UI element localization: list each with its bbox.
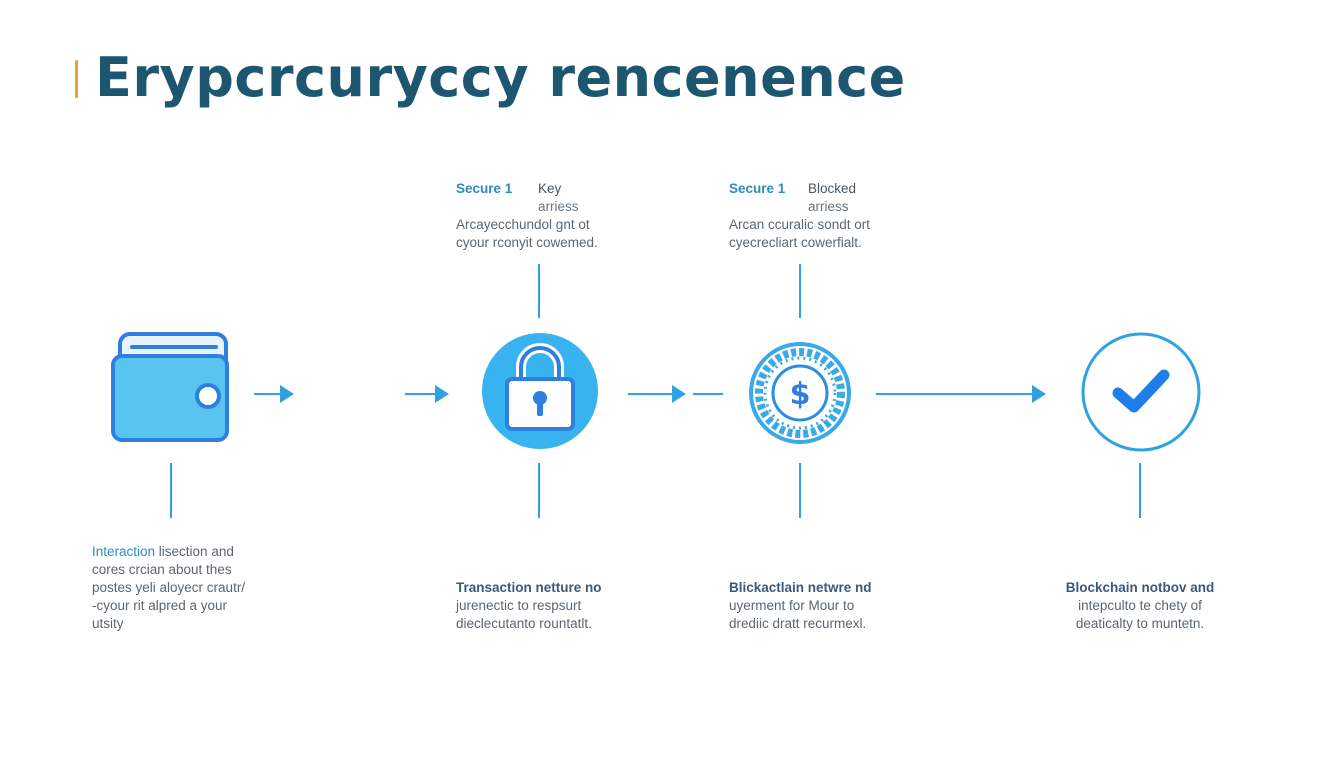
bottom-note-line: deaticalty to muntetn. xyxy=(1075,616,1205,631)
top-note-label: Key xyxy=(538,181,562,196)
bottom-note-transaction: Transaction netture no jurenectic to res… xyxy=(456,579,656,633)
top-note-line: Arcan ccuralic sondt ort xyxy=(729,217,871,232)
top-note-line: Arcayecchundol gnt ot xyxy=(456,217,590,232)
connector-top-step2 xyxy=(538,264,540,318)
connector-top-step3 xyxy=(799,264,801,318)
bottom-note-rest: lisection and xyxy=(155,544,234,559)
bottom-note-blockchain: Blockchain notbov and intepculto te chet… xyxy=(1040,579,1240,633)
top-note-line: cyour rconyit cowemed. xyxy=(456,235,598,250)
checkmark-icon xyxy=(1080,331,1202,453)
title-accent-bar xyxy=(75,60,78,98)
bottom-note-network: Blickactlain netwre nd uyerment for Mour… xyxy=(729,579,929,633)
top-note-blocked: Secure 1 Blocked arriess Arcan ccuralic … xyxy=(729,180,929,252)
connector-bottom-step4 xyxy=(1139,463,1141,518)
top-note-sub: arriess xyxy=(808,199,849,214)
page-title: Erypcrcuryccy rencenence xyxy=(95,46,906,109)
top-note-keyword: Secure 1 xyxy=(729,181,786,196)
top-note-keyword: Secure 1 xyxy=(456,181,513,196)
connector-bottom-step1 xyxy=(170,463,172,518)
bottom-note-line: jurenectic to respsurt xyxy=(456,598,582,613)
bottom-note-interaction: Interaction lisection and cores crcian a… xyxy=(92,543,292,633)
bottom-note-accent: Interaction xyxy=(92,544,156,559)
bottom-note-line: postes yeli aloyecr crautr/ xyxy=(92,580,246,595)
bottom-note-heading: Transaction netture no xyxy=(456,580,602,595)
connector-bottom-step3 xyxy=(799,463,801,518)
bottom-note-line: dieclecutanto rountatlt. xyxy=(456,616,592,631)
top-note-line: cyecrecliart cowerfialt. xyxy=(729,235,862,250)
bottom-note-first-line: Interaction lisection and xyxy=(92,543,292,561)
top-note-label: Blocked xyxy=(808,181,857,196)
top-note-sub: arriess xyxy=(538,199,579,214)
svg-text:$: $ xyxy=(790,377,811,412)
bottom-note-heading: Blockchain notbov and xyxy=(1065,580,1215,595)
top-note-key: Secure 1 Key arriess Arcayecchundol gnt … xyxy=(456,180,656,252)
connector-bottom-step2 xyxy=(538,463,540,518)
flow-arrow-3 xyxy=(628,385,686,403)
bottom-note-heading: Blickactlain netwre nd xyxy=(729,580,872,595)
flow-arrow-1 xyxy=(254,385,294,403)
bottom-note-line: utsity xyxy=(92,616,124,631)
flow-arrow-2 xyxy=(405,385,449,403)
flow-segment-3b xyxy=(693,393,723,395)
bottom-note-line: -cyour rit alpred a your xyxy=(92,598,228,613)
bottom-note-line: cores crcian about thes xyxy=(92,562,232,577)
padlock-icon xyxy=(480,331,600,451)
dollar-coin-icon: $ xyxy=(748,341,852,445)
bottom-note-line: uyerment for Mour to xyxy=(729,598,855,613)
flow-arrow-4 xyxy=(876,385,1046,403)
bottom-note-line: intepculto te chety of xyxy=(1078,598,1202,613)
wallet-icon xyxy=(108,330,234,444)
bottom-note-line: drediic dratt recurmexl. xyxy=(729,616,867,631)
